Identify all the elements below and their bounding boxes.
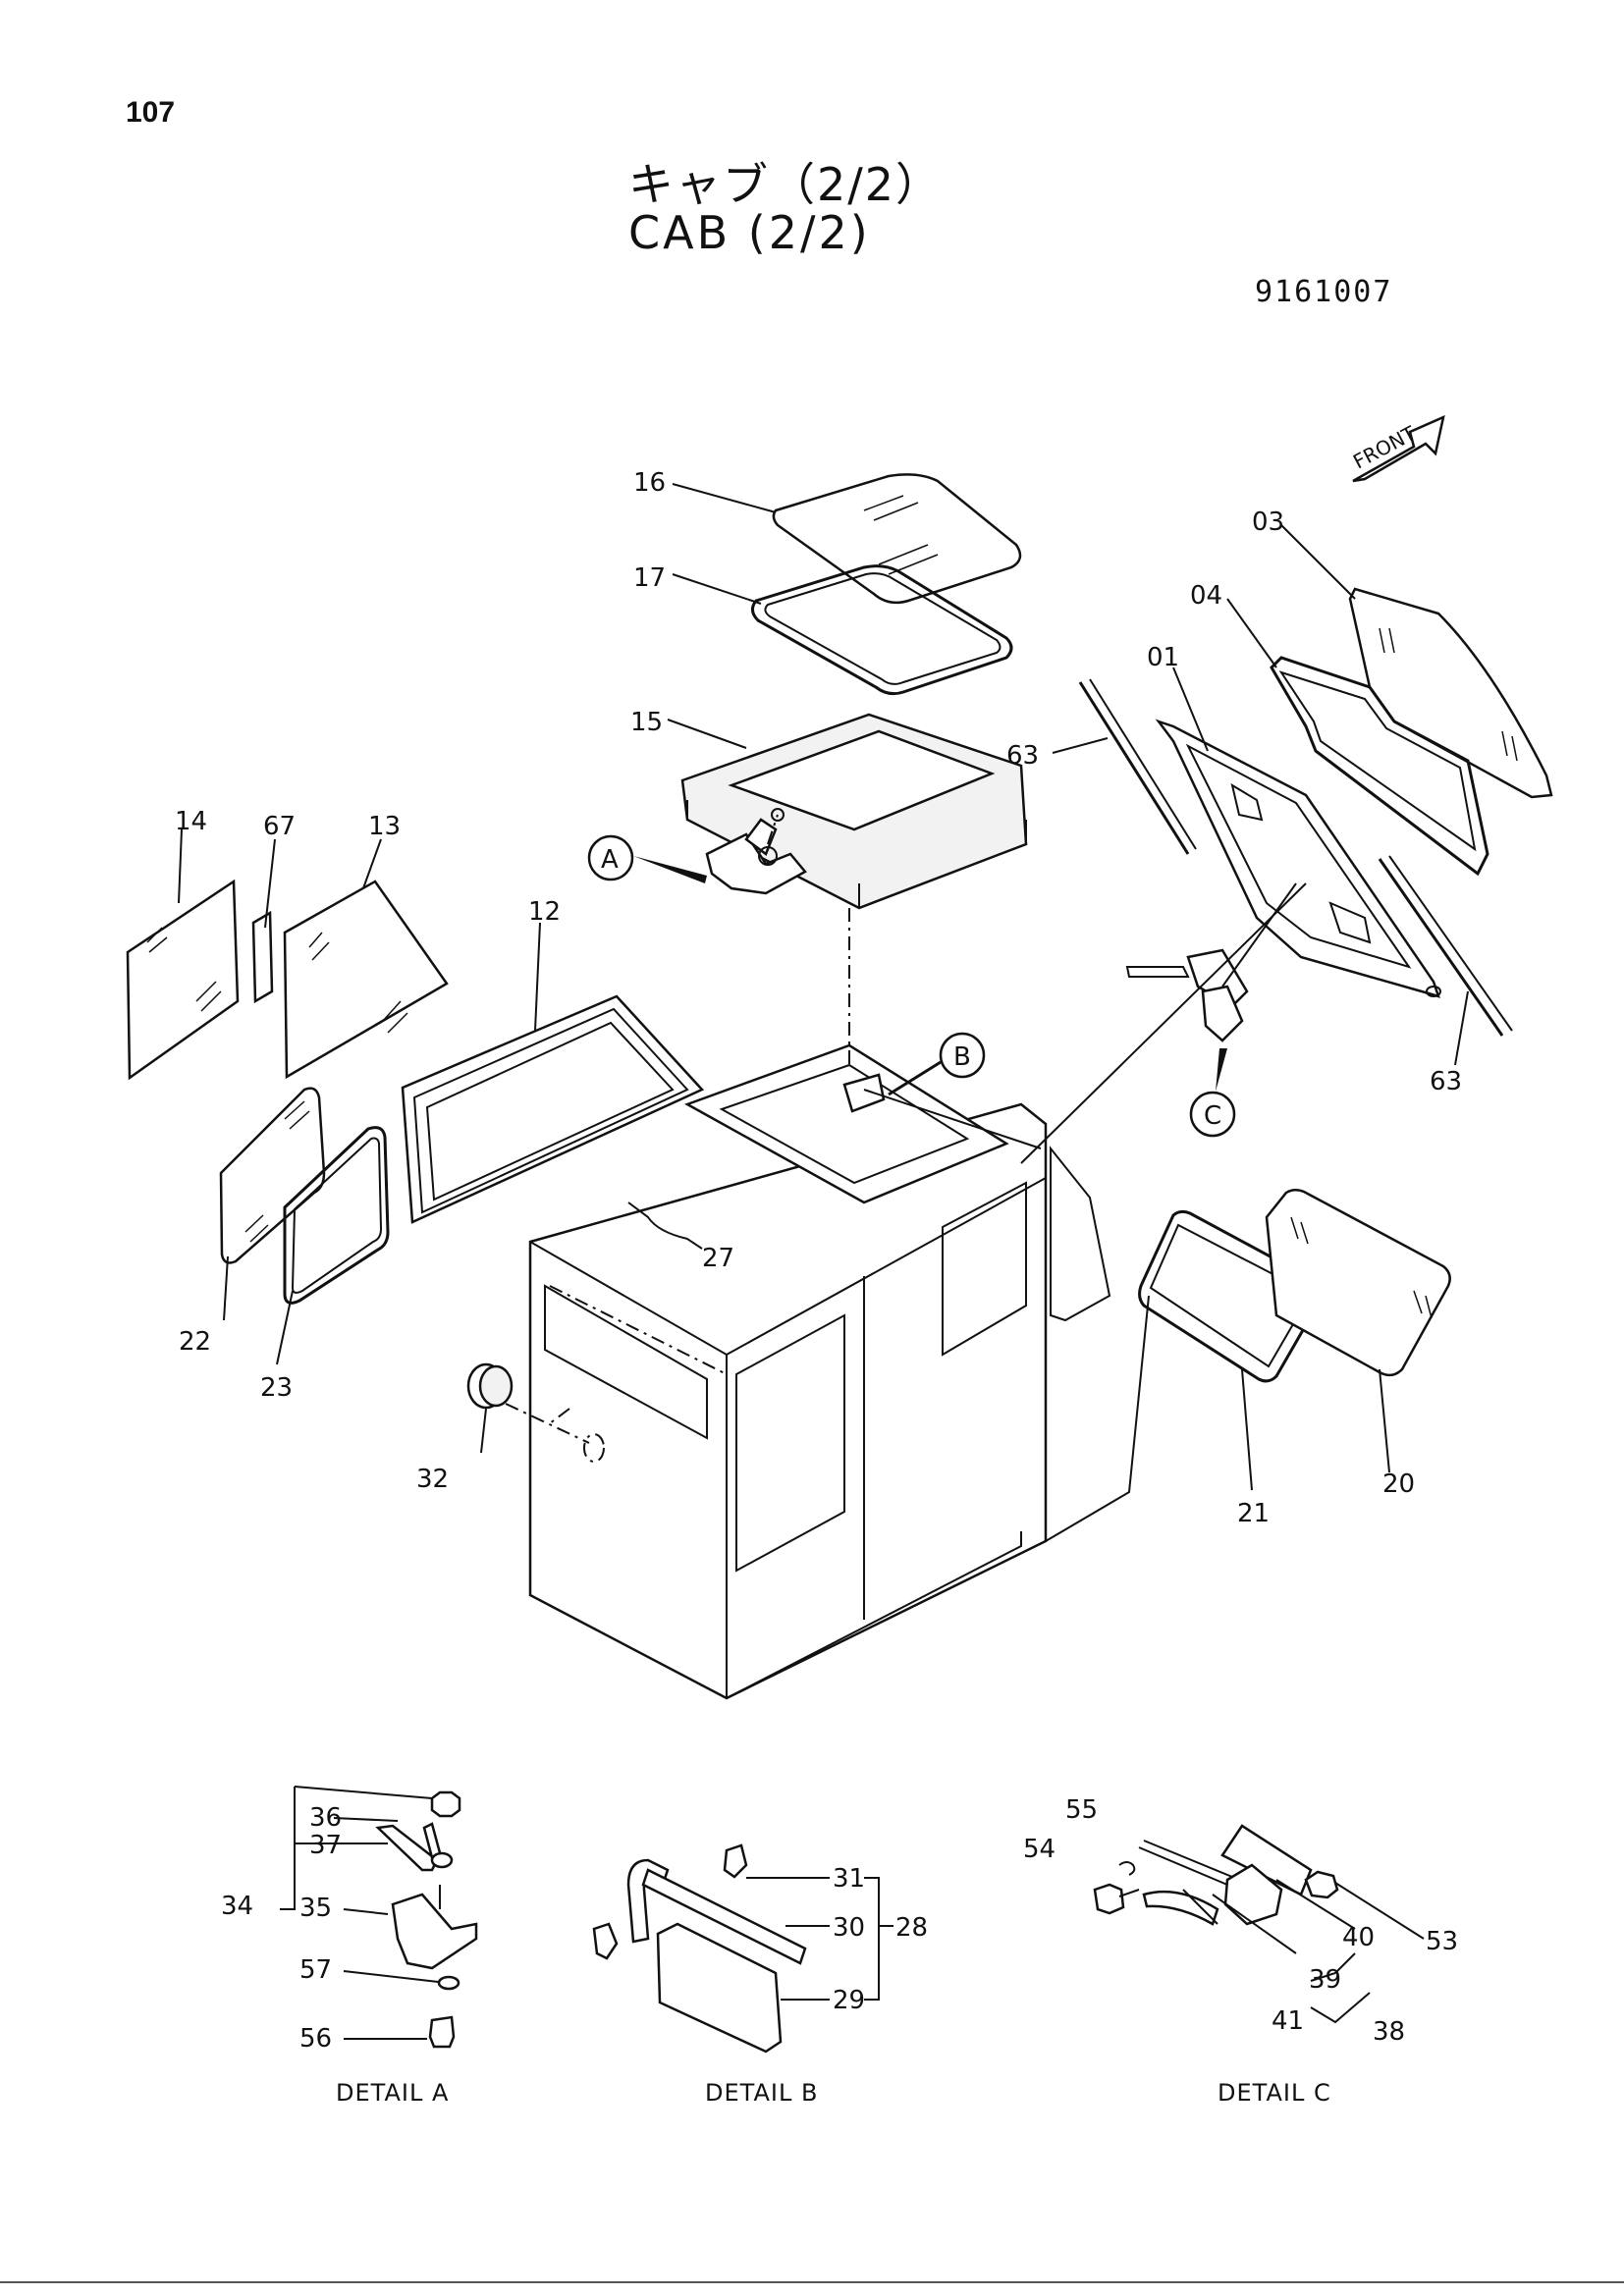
- detail-c-caption: DETAIL C: [1218, 2079, 1331, 2107]
- callout-a-text: A: [601, 845, 619, 875]
- part-13-side-glass: [283, 880, 449, 1080]
- part-03-front-glass: [1348, 587, 1553, 799]
- label-37: 37: [309, 1831, 342, 1860]
- label-30: 30: [833, 1913, 865, 1943]
- page-title-english: CAB (2/2): [628, 206, 871, 259]
- callout-c-bubble: [1189, 1091, 1236, 1138]
- part-63-strip-left: [1078, 681, 1190, 855]
- drawing-number: 9161007: [1255, 275, 1393, 309]
- label-39: 39: [1309, 1965, 1341, 1995]
- detail-b-caption: DETAIL B: [705, 2079, 818, 2107]
- label-29: 29: [833, 1986, 865, 2015]
- label-55: 55: [1065, 1795, 1098, 1825]
- label-16: 16: [633, 468, 666, 498]
- label-12: 12: [528, 897, 561, 927]
- label-27: 27: [702, 1244, 734, 1273]
- detail-a-caption: DETAIL A: [336, 2079, 449, 2107]
- lock-c-assembly: [1125, 882, 1297, 1042]
- front-arrow: FRONT: [1349, 414, 1445, 483]
- label-57: 57: [299, 1955, 332, 1985]
- label-53: 53: [1426, 1927, 1458, 1956]
- label-36: 36: [309, 1803, 342, 1833]
- callout-b-bubble: [939, 1032, 986, 1079]
- label-63-right: 63: [1430, 1067, 1462, 1096]
- detail-b-drawing: [592, 1843, 893, 2054]
- callout-c-arrow: [1216, 1048, 1227, 1092]
- label-22: 22: [179, 1327, 211, 1357]
- detail-c-drawing: [1093, 1824, 1425, 2024]
- label-41: 41: [1272, 2006, 1304, 2036]
- label-01: 01: [1147, 643, 1179, 672]
- label-28: 28: [895, 1913, 928, 1943]
- part-22-rear-glass: [219, 1087, 326, 1264]
- label-54: 54: [1023, 1835, 1056, 1864]
- label-31: 31: [833, 1864, 865, 1894]
- part-15-roof-panel: [680, 713, 1028, 910]
- part-32-cap: [466, 1362, 605, 1463]
- part-14-side-glass: [126, 879, 240, 1081]
- label-40: 40: [1342, 1923, 1375, 1952]
- detail-a-drawing: [280, 1786, 478, 2049]
- label-23: 23: [260, 1373, 293, 1403]
- page-number: 107: [126, 96, 176, 129]
- part-12-side-window: [401, 994, 705, 1224]
- part-01-front-frame: [1155, 719, 1441, 998]
- part-17-roof-seal: [751, 564, 1013, 696]
- label-32: 32: [416, 1465, 449, 1494]
- label-56: 56: [299, 2024, 332, 2054]
- part-23-rear-seal: [283, 1126, 390, 1305]
- label-34: 34: [221, 1892, 253, 1921]
- leader-lines: [178, 483, 1469, 1491]
- callout-a-arrow: [633, 856, 707, 883]
- part-16-roof-glass: [772, 473, 1022, 605]
- label-67: 67: [263, 812, 296, 841]
- callout-b-text: B: [953, 1042, 971, 1072]
- part-67-strip: [251, 910, 274, 1004]
- label-17: 17: [633, 563, 666, 593]
- label-35: 35: [299, 1894, 332, 1923]
- label-13: 13: [368, 812, 401, 841]
- cab-roof-frame: [683, 1043, 1042, 1204]
- part-20-side-glass: [1265, 1189, 1451, 1377]
- label-20: 20: [1382, 1469, 1415, 1499]
- callout-c-text: C: [1204, 1101, 1221, 1131]
- callout-a-bubble: [587, 834, 634, 881]
- label-63-left: 63: [1006, 741, 1039, 771]
- label-03: 03: [1252, 507, 1284, 537]
- label-04: 04: [1190, 581, 1222, 611]
- page-title-japanese: キャブ（2/2）: [628, 158, 944, 211]
- bracket-a-assembly: [705, 814, 807, 895]
- label-21: 21: [1237, 1499, 1270, 1528]
- part-04-front-seal: [1270, 656, 1489, 877]
- label-15: 15: [630, 708, 663, 737]
- cab-body: [528, 1102, 1150, 1700]
- part-63-strip-right: [1378, 858, 1504, 1037]
- label-38: 38: [1373, 2017, 1405, 2047]
- label-14: 14: [175, 807, 207, 836]
